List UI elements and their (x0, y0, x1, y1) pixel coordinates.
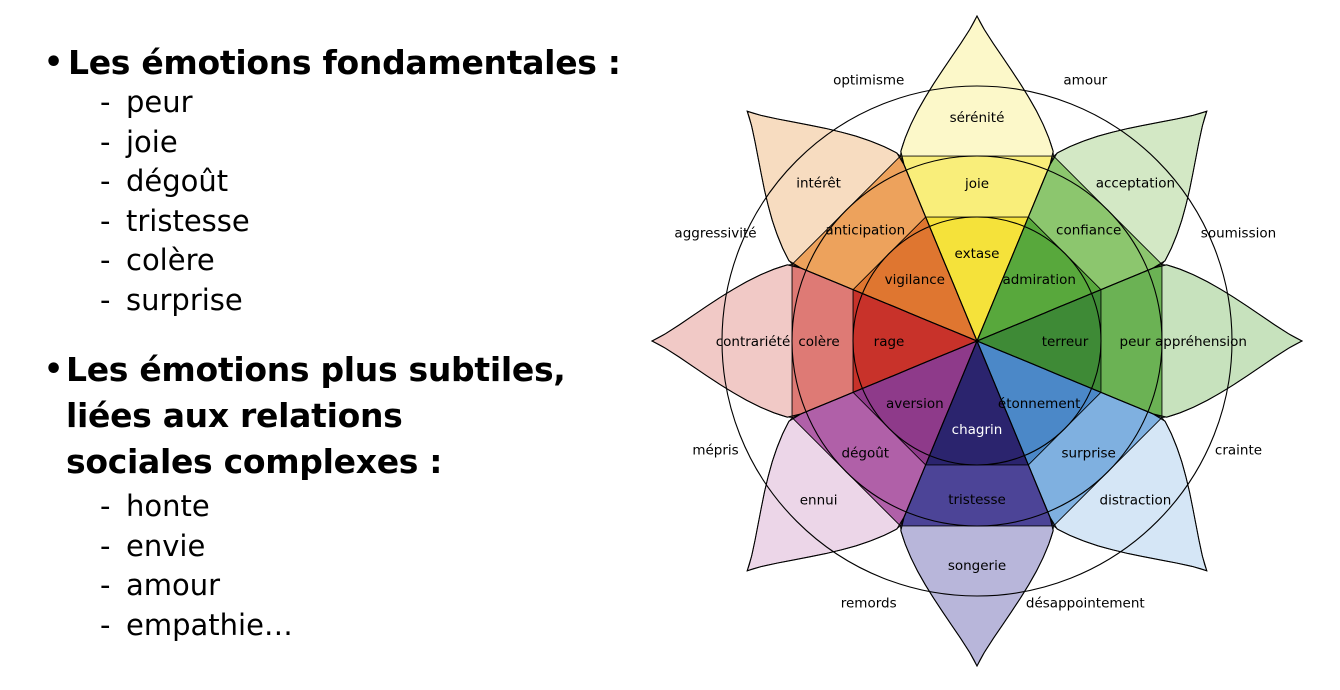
emotion-label-yellow-outer: sérénité (950, 110, 1005, 126)
list-item: -colère (100, 243, 215, 278)
dyad-label-8: optimisme (833, 73, 904, 89)
emotion-label-blue-inner: étonnement (998, 396, 1081, 412)
emotion-label-purple-middle: dégoût (842, 446, 890, 462)
list-item: -amour (100, 568, 221, 603)
petal-outline-orange (746, 110, 979, 343)
list-item: -dégoût (100, 164, 229, 199)
emotion-label-darkgreen-inner: terreur (1042, 334, 1089, 350)
heading-basic-line-1: Les émotions fondamentales : (68, 43, 621, 82)
dyad-label-3: crainte (1215, 442, 1262, 458)
dyad-label-7: aggressivité (674, 226, 756, 242)
emotion-label-lightgreen-middle: confiance (1056, 222, 1121, 238)
dyad-label-4: désappointement (1026, 596, 1145, 612)
emotion-label-indigo-middle: tristesse (948, 492, 1006, 508)
list-item: -envie (100, 528, 206, 563)
subtle-emotions-list: -honte -envie -amour -empathie… (100, 487, 293, 645)
emotion-label-orange-middle: anticipation (825, 222, 905, 238)
emotion-label-yellow-middle: joie (964, 176, 989, 192)
emotion-label-red-outer: contrariété (716, 334, 791, 350)
emotion-label-red-inner: rage (874, 334, 905, 350)
emotion-label-yellow-inner: extase (955, 246, 1000, 262)
heading-subtle-emotions: Les émotions plus subtiles, liées aux re… (66, 347, 566, 485)
emotion-label-lightgreen-outer: acceptation (1096, 176, 1175, 192)
list-item: -empathie… (100, 607, 293, 642)
emotion-label-darkgreen-outer: appréhension (1155, 334, 1247, 350)
bullet-2: • (44, 352, 64, 387)
text-panel: • Les émotions fondamentales : -peur -jo… (0, 0, 660, 690)
emotion-label-orange-outer: intérêt (796, 176, 841, 192)
ring-2 (791, 155, 1163, 527)
list-item: -peur (100, 85, 193, 119)
emotion-label-purple-inner: aversion (886, 396, 944, 412)
emotion-label-blue-middle: surprise (1062, 446, 1116, 462)
dyad-label-6: mépris (692, 442, 738, 458)
dyad-label-5: remords (841, 596, 897, 612)
emotion-label-blue-outer: distraction (1100, 492, 1172, 508)
emotion-label-indigo-inner: chagrin (952, 422, 1003, 438)
emotion-label-orange-inner: vigilance (885, 272, 945, 288)
emotion-label-lightgreen-inner: admiration (1002, 272, 1075, 288)
heading-basic-emotions: Les émotions fondamentales : (68, 40, 621, 86)
emotion-label-purple-outer: ennui (800, 492, 838, 508)
heading-subtle-line-1: Les émotions plus subtiles, (66, 350, 566, 389)
ring-1 (852, 216, 1102, 466)
heading-subtle-line-3: sociales complexes : (66, 442, 443, 481)
list-item: -honte (100, 489, 210, 523)
dyad-label-2: soumission (1201, 226, 1276, 242)
emotion-label-darkgreen-middle: peur (1120, 334, 1151, 350)
bullet-1: • (44, 45, 64, 80)
ring-3 (721, 85, 1233, 597)
emotion-label-indigo-outer: songerie (948, 558, 1006, 574)
emotion-label-red-middle: colère (798, 334, 839, 350)
dyad-label-1: amour (1063, 73, 1107, 89)
list-item: -surprise (100, 282, 243, 317)
plutchik-emotion-wheel: extase joie sérénité admiration confiance acc… (650, 14, 1304, 668)
basic-emotions-list: -peur -joie -dégoût -tristesse -colère -… (100, 83, 250, 321)
list-item: -joie (100, 124, 178, 159)
heading-subtle-line-2: liées aux relations (66, 396, 403, 435)
list-item: -tristesse (100, 203, 250, 238)
